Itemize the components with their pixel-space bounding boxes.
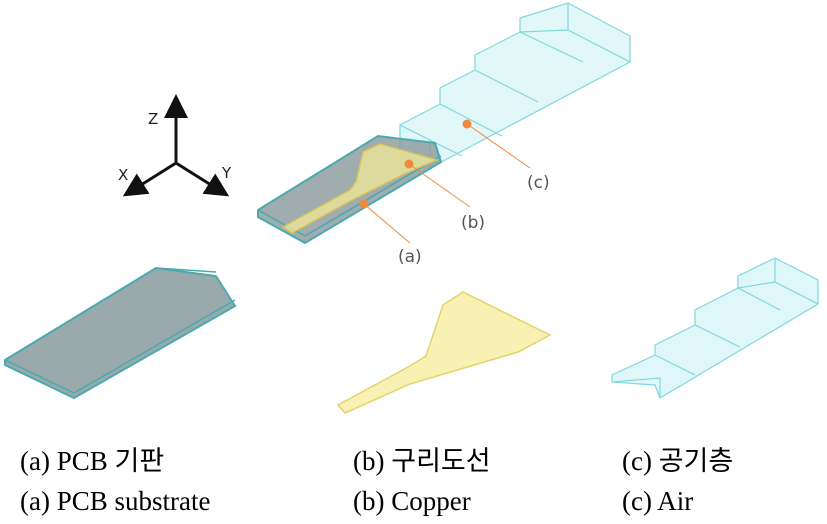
caption-c-korean: (c) 공기층 <box>622 446 734 476</box>
leader-line-a <box>363 203 411 244</box>
exploded-copper-trace <box>336 291 552 414</box>
leader-line-c <box>466 123 531 169</box>
axes-indicator: Z X Y <box>118 94 232 197</box>
assembled-model: (a) (b) (c) <box>257 2 631 267</box>
callout-c: (c) <box>527 173 550 193</box>
y-axis-label: Y <box>221 164 232 182</box>
caption-c-english: (c) Air <box>622 486 694 516</box>
caption-a-english: (a) PCB substrate <box>20 486 211 516</box>
callout-b: (b) <box>461 213 485 233</box>
assembled-copper-trace <box>281 143 440 234</box>
caption-b-english: (b) Copper <box>353 486 471 516</box>
caption-b-korean: (b) 구리도선 <box>353 446 491 476</box>
exploded-air-layer <box>611 257 819 399</box>
exploded-pcb-substrate <box>4 266 237 400</box>
x-axis-arrow <box>122 161 177 197</box>
caption-a-korean: (a) PCB 기판 <box>20 446 165 476</box>
x-axis-label: X <box>118 166 128 184</box>
leader-line-b <box>408 163 471 208</box>
callout-a: (a) <box>398 247 422 267</box>
z-axis-label: Z <box>148 110 158 128</box>
y-axis-arrow <box>175 161 230 197</box>
